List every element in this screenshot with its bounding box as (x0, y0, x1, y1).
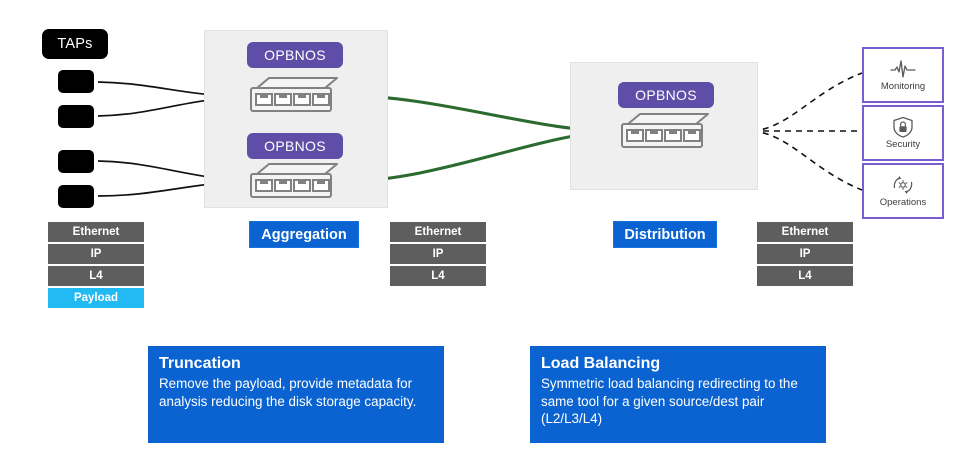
network-switch-icon-aggregation-2[interactable] (243, 162, 339, 200)
stack-layer-l4: L4 (757, 266, 853, 286)
stage-chip-distribution[interactable]: Distribution (613, 221, 717, 248)
tool-card-security[interactable]: Security (862, 105, 944, 161)
tool-link-monitoring (751, 72, 863, 132)
network-switch-icon-distribution[interactable] (614, 112, 710, 150)
shield-lock-icon (890, 116, 916, 138)
opbnos-badge-distribution[interactable]: OPBNOS (618, 82, 714, 108)
callout-truncation: Truncation Remove the payload, provide m… (148, 346, 444, 443)
callout-body-truncation: Remove the payload, provide metadata for… (159, 376, 417, 409)
callout-title-truncation: Truncation (159, 355, 241, 372)
stack-layer-ip: IP (757, 244, 853, 264)
packet-stack-ingress: Ethernet IP L4 Payload (48, 222, 144, 310)
stack-layer-payload: Payload (48, 288, 144, 308)
network-switch-icon-aggregation-1[interactable] (243, 76, 339, 114)
taps-group-label: TAPs (42, 29, 108, 59)
tap-port-2[interactable] (58, 105, 94, 128)
stage-chip-aggregation[interactable]: Aggregation (249, 221, 359, 248)
stack-layer-ip: IP (48, 244, 144, 264)
packet-stack-truncated: Ethernet IP L4 (390, 222, 486, 288)
opbnos-badge-aggregation-1[interactable]: OPBNOS (247, 42, 343, 68)
stack-layer-ethernet: Ethernet (757, 222, 853, 242)
stack-layer-l4: L4 (48, 266, 144, 286)
stack-layer-l4: L4 (390, 266, 486, 286)
opbnos-badge-aggregation-2[interactable]: OPBNOS (247, 133, 343, 159)
stack-layer-ethernet: Ethernet (390, 222, 486, 242)
callout-title-load-balancing: Load Balancing (541, 355, 661, 372)
tool-label-monitoring: Monitoring (880, 81, 926, 92)
tool-label-security: Security (885, 139, 921, 150)
callout-load-balancing: Load Balancing Symmetric load balancing … (530, 346, 826, 443)
gear-refresh-icon (890, 174, 916, 196)
tap-port-1[interactable] (58, 70, 94, 93)
waveform-pulse-icon (890, 58, 916, 80)
stack-layer-ip: IP (390, 244, 486, 264)
tool-card-operations[interactable]: Operations (862, 163, 944, 219)
tap-port-4[interactable] (58, 185, 94, 208)
tool-link-operations (751, 130, 863, 191)
packet-stack-egress: Ethernet IP L4 (757, 222, 853, 288)
stack-layer-ethernet: Ethernet (48, 222, 144, 242)
tool-card-monitoring[interactable]: Monitoring (862, 47, 944, 103)
tool-label-operations: Operations (879, 197, 927, 208)
tap-port-3[interactable] (58, 150, 94, 173)
callout-body-load-balancing: Symmetric load balancing redirecting to … (541, 376, 798, 426)
